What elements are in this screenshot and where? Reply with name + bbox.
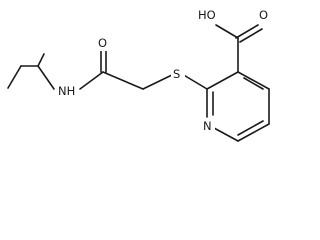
bond-n-carbonyl (79, 71, 104, 90)
bond-cooh-co-2 (239, 28, 263, 43)
ring-bond-c2-c3 (206, 71, 239, 90)
bond-ethyl-ch3 (7, 65, 22, 89)
hydroxyl-label: HO (198, 8, 216, 22)
oh-label-bg (196, 7, 218, 23)
molecule-svg: HO O O NH S N (7, 7, 271, 142)
sulfur-label: S (173, 67, 180, 81)
carbonyl-o-label-bg (257, 7, 271, 23)
ring-bond-c6-n (213, 127, 239, 142)
structure-diagram: HO O O NH S N (7, 7, 271, 142)
nh-label-bg (56, 83, 78, 99)
bond-s-ring (181, 73, 208, 90)
pyridine-nitrogen-label: N (203, 119, 212, 133)
bond-methyl-branch (37, 53, 45, 67)
s-label-bg (171, 66, 185, 82)
bond-cooh-oh (215, 24, 239, 39)
bond-carbonyl-ch2 (102, 71, 144, 90)
ring-bond-c5-c6 (237, 123, 270, 142)
ring-bond-c3-c4 (237, 71, 270, 90)
ring-bond-c4-c4-inner (243, 77, 264, 90)
amide-oxygen-label: O (98, 36, 107, 50)
ring-bond-c5-c6-inner (237, 120, 264, 136)
amide-nh-label: NH (58, 84, 75, 98)
bond-cooh-co-1 (235, 24, 259, 39)
bond-ch-n (37, 65, 55, 90)
n-label-bg (201, 118, 215, 134)
carbonyl-oxygen-label: O (259, 8, 268, 22)
bond-ch2-s (142, 73, 175, 90)
amide-o-label-bg (96, 35, 110, 51)
